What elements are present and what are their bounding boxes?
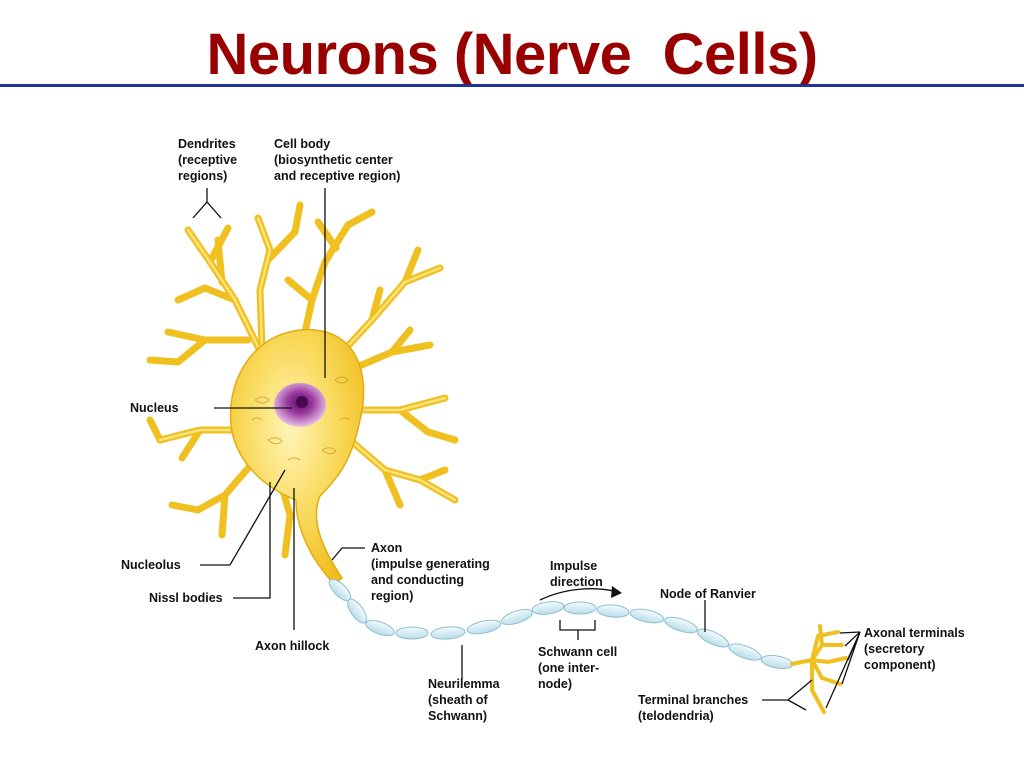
dendrites xyxy=(146,201,459,559)
title-underline xyxy=(0,84,1024,87)
label-nucleus: Nucleus xyxy=(130,401,179,415)
svg-text:Node of Ranvier: Node of Ranvier xyxy=(660,587,756,601)
svg-text:Neurilemma: Neurilemma xyxy=(428,677,501,691)
terminal-branches xyxy=(790,624,848,714)
label-nucleolus: Nucleolus xyxy=(121,558,181,572)
cell-body xyxy=(229,328,365,586)
leader-lines xyxy=(192,188,861,711)
label-axon: Axon (impulse generating and conducting … xyxy=(371,541,490,603)
label-schwann-cell: Schwann cell (one inter- node) xyxy=(538,645,617,691)
svg-text:Schwann): Schwann) xyxy=(428,709,487,723)
nucleolus xyxy=(296,396,308,408)
label-cell-body: Cell body (biosynthetic center and recep… xyxy=(274,137,400,183)
label-nissl-bodies: Nissl bodies xyxy=(149,591,223,605)
label-axon-hillock: Axon hillock xyxy=(255,639,329,653)
slide-title: Neurons (Nerve Cells) xyxy=(206,22,818,87)
label-node-of-ranvier: Node of Ranvier xyxy=(660,587,756,601)
svg-text:Nissl bodies: Nissl bodies xyxy=(149,591,223,605)
label-dendrites: Dendrites (receptive regions) xyxy=(178,137,237,183)
svg-text:Nucleolus: Nucleolus xyxy=(121,558,181,572)
label-impulse-direction: Impulse direction xyxy=(550,559,603,589)
svg-text:Axon hillock: Axon hillock xyxy=(255,639,329,653)
label-terminal-branches: Terminal branches (telodendria) xyxy=(638,693,748,723)
myelin-sheath xyxy=(328,578,794,670)
label-axonal-terminals: Axonal terminals (secretory component) xyxy=(864,626,965,672)
svg-text:and conducting: and conducting xyxy=(371,573,464,587)
label-neurilemma: Neurilemma (sheath of Schwann) xyxy=(428,677,501,723)
svg-text:(impulse generating: (impulse generating xyxy=(371,557,490,571)
svg-text:Axon: Axon xyxy=(371,541,402,555)
svg-text:Nucleus: Nucleus xyxy=(130,401,179,415)
svg-text:regions): regions) xyxy=(178,169,227,183)
svg-text:Cell body: Cell body xyxy=(274,137,330,151)
svg-text:(one inter-: (one inter- xyxy=(538,661,599,675)
svg-text:Schwann cell: Schwann cell xyxy=(538,645,617,659)
svg-text:(telodendria): (telodendria) xyxy=(638,709,714,723)
svg-text:(secretory: (secretory xyxy=(864,642,924,656)
svg-text:Impulse: Impulse xyxy=(550,559,597,573)
svg-text:(receptive: (receptive xyxy=(178,153,237,167)
svg-text:component): component) xyxy=(864,658,936,672)
svg-text:Axonal terminals: Axonal terminals xyxy=(864,626,965,640)
svg-text:and receptive region): and receptive region) xyxy=(274,169,400,183)
svg-text:Dendrites: Dendrites xyxy=(178,137,236,151)
svg-text:(biosynthetic center: (biosynthetic center xyxy=(274,153,393,167)
svg-text:region): region) xyxy=(371,589,413,603)
svg-text:(sheath of: (sheath of xyxy=(428,693,489,707)
svg-text:node): node) xyxy=(538,677,572,691)
svg-text:direction: direction xyxy=(550,575,603,589)
svg-text:Terminal branches: Terminal branches xyxy=(638,693,748,707)
